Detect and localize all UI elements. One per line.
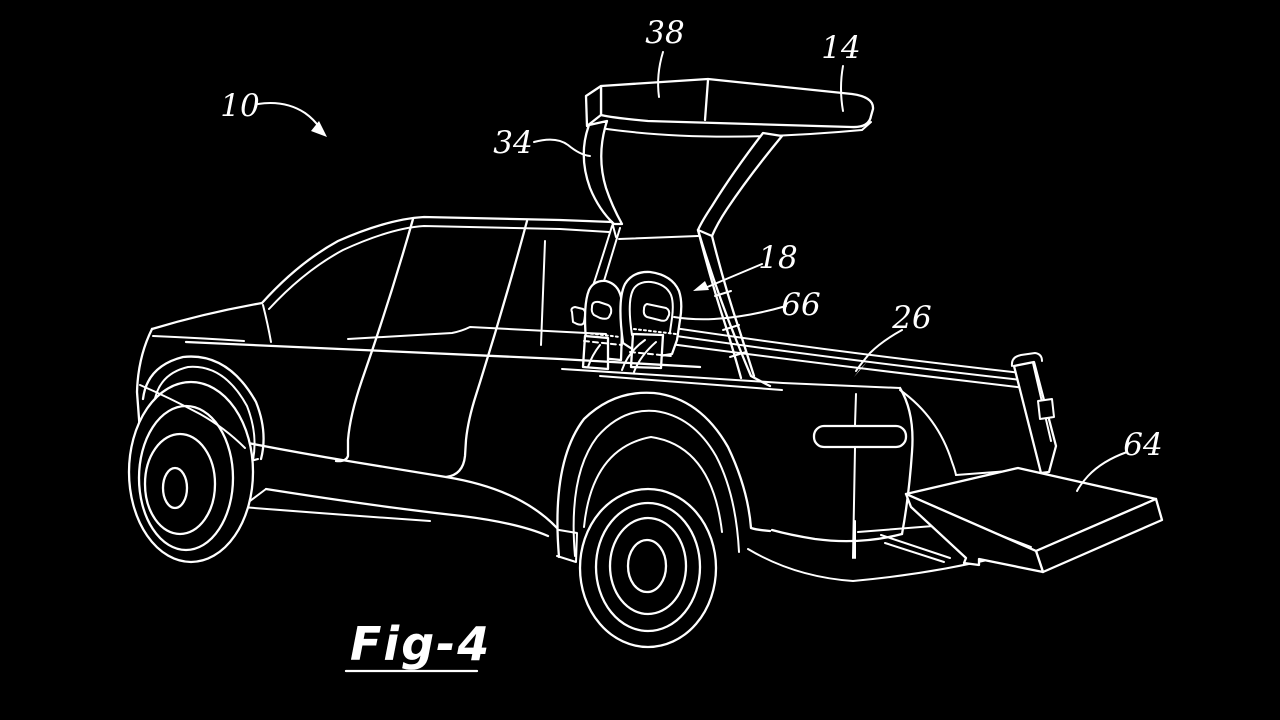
bed-rear-post — [1010, 352, 1058, 475]
front-arch-inner — [153, 365, 256, 461]
rear-pillar-lower-inner — [710, 234, 756, 378]
ref-leader-26 — [855, 329, 903, 372]
quarter-crease — [852, 393, 857, 559]
left-seat-opening — [590, 300, 613, 320]
near-bed-rail — [561, 368, 901, 389]
near-bed-rail-2 — [599, 375, 783, 391]
canopy-slab — [599, 77, 875, 129]
seats — [570, 270, 683, 373]
cab-rear-outer — [696, 228, 772, 388]
right-seat-inner-line — [628, 280, 674, 336]
rear-arch-inner — [572, 409, 740, 557]
canopy-divider — [703, 78, 710, 122]
right-seat-opening — [642, 303, 671, 322]
post-cap — [1010, 352, 1043, 367]
door-seam-front — [334, 217, 415, 463]
rocker-wedge — [241, 488, 431, 522]
front-wheel — [127, 355, 265, 564]
rear-arch-outer — [556, 391, 772, 559]
rear-pillar-lower-outer — [696, 228, 743, 380]
ref-label-64: 64 — [1123, 427, 1162, 463]
ref-leader-10 — [257, 102, 323, 132]
post-latch — [1037, 398, 1055, 420]
ref-label-26: 26 — [891, 300, 931, 336]
rear-rim — [608, 516, 688, 616]
ref-38: 38 — [645, 15, 685, 98]
ref-label-34: 34 — [493, 125, 532, 161]
figure-caption: Fig-4 — [344, 617, 491, 673]
door-bottom-crease — [246, 441, 559, 530]
canopy-panel — [584, 77, 875, 138]
ref-66: 66 — [673, 287, 821, 323]
quarter-arc — [898, 386, 914, 536]
ref-leader-34 — [533, 138, 591, 157]
ref-label-38: 38 — [645, 15, 684, 51]
seat-stipple-right — [633, 328, 677, 335]
rear-hub — [626, 538, 668, 594]
fender-crease — [152, 335, 245, 342]
roofline-inner — [268, 225, 610, 310]
front-tire-inner — [137, 404, 235, 552]
rear-quarter-panel — [747, 386, 1001, 582]
tailgate — [880, 466, 1164, 574]
window-base-line — [347, 326, 607, 340]
tailgate-under-lines — [880, 534, 951, 563]
ref-label-10: 10 — [220, 88, 259, 124]
quarter-handle — [812, 424, 908, 449]
rocker-top — [264, 487, 550, 538]
ref-64: 64 — [1076, 427, 1163, 492]
ref-leader-18 — [704, 263, 763, 289]
ref-label-14: 14 — [821, 30, 860, 66]
ref-label-66: 66 — [781, 287, 820, 323]
ref-18: 18 — [693, 240, 798, 291]
cowl-line — [262, 304, 272, 343]
arrowhead-icon — [311, 121, 327, 137]
third-headrest — [570, 306, 587, 326]
far-bed-rail-inner — [639, 339, 1027, 389]
front-fender-chord — [139, 384, 246, 449]
ref-34: 34 — [493, 125, 591, 161]
quarter-bottom — [770, 528, 904, 543]
ref-leader-66 — [673, 305, 787, 321]
c-pillar-line — [540, 240, 546, 346]
beltline — [184, 340, 702, 369]
arrowhead-icon — [693, 281, 709, 291]
cab-body — [135, 215, 772, 538]
rear-wheel-area — [556, 391, 772, 649]
rear-wheel-liner — [583, 436, 723, 533]
seat-dash-right — [629, 351, 672, 357]
door-seam-rear — [444, 219, 529, 479]
rear-splash-guard — [556, 529, 578, 563]
rear-tire — [578, 487, 718, 649]
rear-tire-inner — [594, 501, 702, 633]
ref-leader-14 — [840, 65, 844, 112]
ref-label-18: 18 — [758, 240, 797, 276]
bed-inner-curve — [899, 389, 957, 476]
arrowhead-icon — [854, 362, 867, 377]
ref-leader-38 — [657, 51, 664, 98]
ref-14: 14 — [821, 30, 861, 112]
seat-side-curves — [587, 339, 657, 373]
ref-26: 26 — [854, 300, 932, 377]
bumper — [747, 520, 1001, 582]
caption-text: Fig-4 — [350, 617, 491, 671]
canopy-endcap — [584, 84, 603, 128]
front-arch-outer — [141, 355, 265, 461]
ref-10: 10 — [220, 88, 327, 137]
front-pillar — [582, 119, 624, 226]
hood-line — [150, 301, 264, 331]
canopy-underlip — [586, 121, 872, 138]
rear-pillar — [696, 131, 784, 238]
seat-dash-left — [583, 340, 623, 346]
front-hub — [161, 466, 189, 510]
roofline — [260, 215, 614, 305]
roof-opening-edge — [611, 221, 699, 240]
front-rim — [143, 432, 217, 536]
tailgate-side-face — [904, 492, 1045, 574]
post-body — [1012, 360, 1058, 475]
ref-leader-64 — [1076, 451, 1128, 492]
reference-labels: 10 38 14 34 18 66 26 — [220, 15, 1163, 492]
